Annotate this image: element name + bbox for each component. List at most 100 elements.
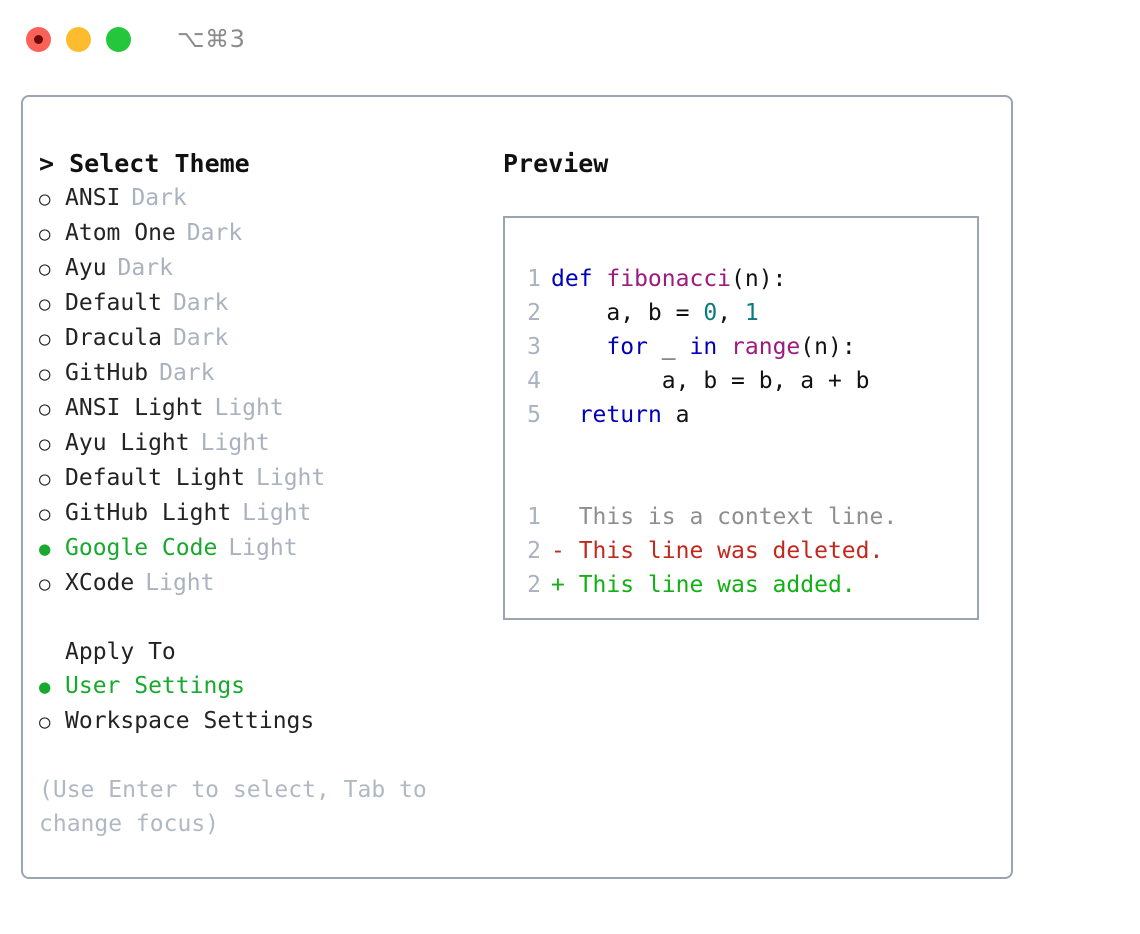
theme-option-ayu-light[interactable]: ○ Ayu Light Light [39, 426, 489, 461]
theme-option-default-light[interactable]: ○ Default Light Light [39, 461, 489, 496]
line-number: 1 [527, 504, 541, 530]
line-number: 2 [527, 572, 541, 598]
line-number: 1 [527, 266, 541, 292]
theme-option-label: Ayu [65, 255, 107, 281]
theme-option-ansi-light[interactable]: ○ ANSI Light Light [39, 391, 489, 426]
theme-option-tag: Light [145, 570, 215, 596]
radio-unselected-icon: ○ [39, 503, 51, 525]
theme-option-default-dark[interactable]: ○ Default Dark [39, 286, 489, 321]
theme-option-label: ANSI Light [65, 395, 204, 421]
diff-line-deleted: 2 - This line was deleted. [505, 534, 977, 568]
radio-unselected-icon: ○ [39, 328, 51, 350]
theme-option-label: Ayu Light [65, 430, 190, 456]
radio-unselected-icon: ○ [39, 223, 51, 245]
theme-option-list: ○ ANSI Dark ○ Atom One Dark ○ Ayu Dark [39, 181, 489, 601]
code-token: in [689, 334, 718, 360]
code-token: , [717, 300, 745, 326]
main-panel: > Select Theme ○ ANSI Dark ○ Atom One Da… [21, 95, 1013, 879]
theme-option-label: Default [65, 290, 162, 316]
radio-unselected-icon: ○ [39, 573, 51, 595]
code-token [551, 402, 579, 428]
theme-selector-column: > Select Theme ○ ANSI Dark ○ Atom One Da… [39, 147, 489, 841]
theme-option-tag: Dark [172, 325, 229, 351]
maximize-button[interactable] [106, 26, 131, 52]
code-line: 1 def fibonacci(n): [505, 262, 977, 296]
theme-option-dracula-dark[interactable]: ○ Dracula Dark [39, 321, 489, 356]
close-button[interactable] [26, 26, 51, 52]
code-line-content: return a [551, 398, 690, 432]
line-number: 5 [527, 402, 541, 428]
code-token: (n): [731, 266, 787, 292]
code-blank-line [505, 466, 977, 500]
theme-option-github-dark[interactable]: ○ GitHub Dark [39, 356, 489, 391]
theme-option-google-code-light[interactable]: ● Google Code Light [39, 531, 489, 566]
radio-unselected-icon: ○ [39, 258, 51, 280]
code-line-content: def fibonacci(n): [551, 262, 786, 296]
select-theme-heading: > Select Theme [39, 149, 250, 178]
apply-to-option-user-settings[interactable]: ● User Settings [39, 669, 489, 704]
diff-line-added: 2 + This line was added. [505, 568, 977, 602]
theme-option-tag: Dark [186, 220, 243, 246]
apply-to-heading: Apply To [65, 639, 176, 665]
code-line-content: a, b = b, a + b [551, 364, 870, 398]
theme-option-tag: Dark [131, 185, 187, 211]
line-number: 3 [527, 334, 541, 360]
titlebar: ⌥⌘3 [0, 0, 1140, 78]
theme-option-ayu-dark[interactable]: ○ Ayu Dark [39, 251, 489, 286]
code-token: a, b = [551, 300, 704, 326]
code-token: fibonacci [606, 266, 732, 292]
code-blank-line [505, 432, 977, 466]
panel-columns: > Select Theme ○ ANSI Dark ○ Atom One Da… [23, 97, 1011, 877]
theme-option-atom-one-dark[interactable]: ○ Atom One Dark [39, 216, 489, 251]
theme-option-ansi-dark[interactable]: ○ ANSI Dark [39, 181, 489, 216]
theme-option-tag: Dark [117, 255, 173, 281]
theme-option-label: GitHub [65, 360, 149, 386]
code-token: a, b = b, a + b [551, 368, 870, 394]
theme-option-label: Atom One [65, 220, 176, 246]
apply-to-option-list: ● User Settings ○ Workspace Settings [39, 669, 489, 739]
code-token: def [551, 266, 607, 292]
code-line-content: a, b = 0, 1 [551, 296, 759, 330]
code-line-content: for _ in range(n): [551, 330, 856, 364]
code-token: _ [647, 334, 690, 360]
radio-unselected-icon: ○ [39, 363, 51, 385]
code-token [551, 334, 606, 360]
theme-option-label: Default Light [65, 465, 246, 491]
code-token: 0 [703, 300, 718, 326]
radio-unselected-icon: ○ [39, 433, 51, 455]
code-token: return [578, 402, 662, 428]
code-token [717, 334, 731, 360]
theme-option-xcode-light[interactable]: ○ XCode Light [39, 566, 489, 601]
keyboard-hint-text: (Use Enter to select, Tab to change focu… [39, 777, 441, 837]
radio-unselected-icon: ○ [39, 293, 51, 315]
theme-option-github-light[interactable]: ○ GitHub Light Light [39, 496, 489, 531]
code-token: 1 [744, 300, 759, 326]
preview-column: Preview 1 def fibonacci(n): 2 a, b = 0, … [503, 147, 993, 620]
theme-option-label: ANSI [65, 185, 121, 211]
diff-line-content: This is a context line. [551, 504, 898, 530]
diff-line-context: 1 This is a context line. [505, 500, 977, 534]
theme-option-label: Google Code [65, 535, 218, 561]
line-number: 2 [527, 538, 541, 564]
apply-to-option-label: Workspace Settings [65, 708, 315, 734]
code-line: 4 a, b = b, a + b [505, 364, 977, 398]
theme-option-label: XCode [65, 570, 135, 596]
radio-unselected-icon: ○ [39, 711, 51, 733]
code-token: (n): [800, 334, 856, 360]
code-token: a [661, 402, 690, 428]
radio-unselected-icon: ○ [39, 398, 51, 420]
diff-line-content: - This line was deleted. [551, 538, 884, 564]
keyboard-shortcut-label: ⌥⌘3 [177, 25, 246, 53]
minimize-button[interactable] [66, 26, 91, 52]
code-line: 2 a, b = 0, 1 [505, 296, 977, 330]
theme-option-tag: Light [214, 395, 284, 421]
theme-option-tag: Light [242, 500, 312, 526]
apply-to-option-workspace-settings[interactable]: ○ Workspace Settings [39, 704, 489, 739]
diff-line-content: + This line was added. [551, 572, 856, 598]
radio-unselected-icon: ○ [39, 188, 51, 210]
theme-option-tag: Light [256, 465, 326, 491]
section-spacer [39, 601, 489, 635]
theme-option-tag: Light [200, 430, 270, 456]
radio-selected-icon: ● [39, 538, 51, 560]
